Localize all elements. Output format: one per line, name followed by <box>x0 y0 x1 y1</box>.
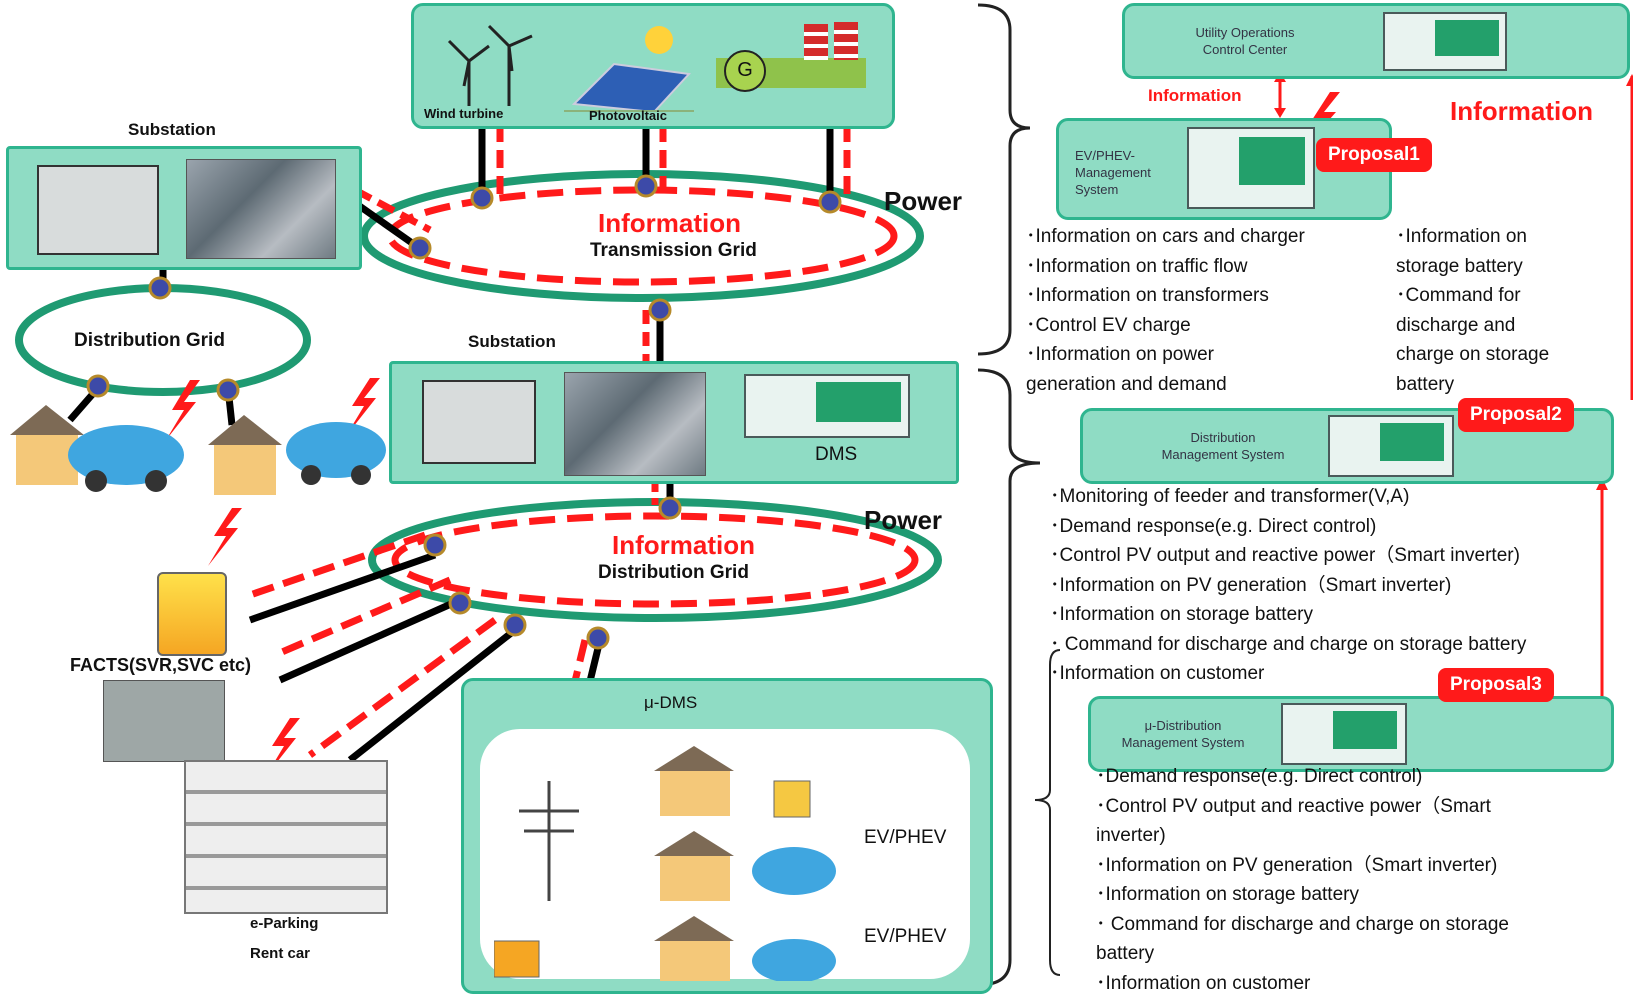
storage-info-list: ･Information on storage battery ･Command… <box>1396 222 1549 399</box>
list-item: ･Demand response(e.g. Direct control) <box>1096 762 1509 792</box>
battery-icon <box>157 572 227 656</box>
list-item: ･Information on <box>1396 222 1549 252</box>
proposal1-badge: Proposal1 <box>1316 138 1432 172</box>
information-label-top: Information <box>598 208 741 239</box>
list-item: ･Demand response(e.g. Direct control) <box>1050 512 1526 542</box>
ev-management-label: EV/PHEV- Management System <box>1075 147 1175 198</box>
generation-panel: G Wind turbine Photovoltaic <box>411 3 895 129</box>
list-item: ･Information on traffic flow <box>1026 252 1305 282</box>
information-big-label: Information <box>1450 96 1593 127</box>
list-item: ･Information on cars and charger <box>1026 222 1305 252</box>
photovoltaic-label: Photovoltaic <box>589 108 667 123</box>
list-item: ･Information on storage battery <box>1096 880 1509 910</box>
list-item: ･Monitoring of feeder and transformer(V,… <box>1050 482 1526 512</box>
switchgear-icon <box>37 165 159 255</box>
udms-box-label: μ-Distribution Management System <box>1103 717 1263 751</box>
list-item: generation and demand <box>1026 370 1305 400</box>
dms-info-list: ･Monitoring of feeder and transformer(V,… <box>1050 482 1526 689</box>
utility-center-label: Utility Operations Control Center <box>1155 24 1335 58</box>
left-houses-cars <box>6 395 396 505</box>
rent-car-label: Rent car <box>250 945 310 962</box>
proposal3-badge: Proposal3 <box>1438 668 1554 702</box>
distribution-grid-label: Distribution Grid <box>598 562 749 584</box>
list-item: ･Information on PV generation（Smart inve… <box>1096 851 1509 881</box>
ev-phev-label-2: EV/PHEV <box>864 926 946 948</box>
list-item: battery <box>1096 939 1509 969</box>
generator-icon: G <box>724 50 766 92</box>
center-substation-panel: DMS <box>389 361 959 484</box>
udms-panel: μ-DMS EV/PHEV EV/PHEV <box>461 678 993 994</box>
wind-turbine-label: Wind turbine <box>424 106 503 121</box>
list-item: storage battery <box>1396 252 1549 282</box>
udms-info-list: ･Demand response(e.g. Direct control) ･C… <box>1096 762 1509 998</box>
information-label-mid: Information <box>612 530 755 561</box>
list-item: ･Information on storage battery <box>1050 600 1526 630</box>
list-item: ･ Command for discharge and charge on st… <box>1050 630 1526 660</box>
proposal2-badge: Proposal2 <box>1458 398 1574 432</box>
list-item: ･Control PV output and reactive power（Sm… <box>1096 792 1509 822</box>
substation-photo <box>186 159 336 259</box>
list-item: discharge and <box>1396 311 1549 341</box>
facts-label: FACTS(SVR,SVC etc) <box>70 655 251 676</box>
ev-info-list: ･Information on cars and charger ･Inform… <box>1026 222 1305 399</box>
list-item: charge on storage <box>1396 340 1549 370</box>
left-substation-label: Substation <box>128 120 216 140</box>
list-item: ･Command for <box>1396 281 1549 311</box>
list-item: battery <box>1396 370 1549 400</box>
udms-battery-icon <box>494 941 539 977</box>
list-item: ･Control PV output and reactive power（Sm… <box>1050 541 1526 571</box>
power-label-mid: Power <box>864 505 942 536</box>
transmission-grid-label: Transmission Grid <box>590 240 757 262</box>
facts-photo <box>103 680 225 762</box>
list-item: ･Information on transformers <box>1026 281 1305 311</box>
left-distribution-grid-label: Distribution Grid <box>74 330 225 352</box>
e-parking-icon <box>184 760 388 914</box>
list-item: ･Information on PV generation（Smart inve… <box>1050 571 1526 601</box>
left-substation-panel <box>6 146 362 270</box>
ev-car-icon <box>68 425 184 485</box>
photovoltaic-icon <box>564 12 694 112</box>
list-item: inverter) <box>1096 821 1509 851</box>
utility-center-box: Utility Operations Control Center <box>1122 3 1630 79</box>
list-item: ･Control EV charge <box>1026 311 1305 341</box>
list-item: ･Information on customer <box>1096 969 1509 998</box>
center-substation-label: Substation <box>468 332 556 352</box>
e-parking-label: e-Parking <box>250 915 318 932</box>
information-small-label: Information <box>1148 86 1242 106</box>
smokestack-icon <box>804 24 828 60</box>
dms-box-label: Distribution Management System <box>1123 429 1323 463</box>
ev-phev-label-1: EV/PHEV <box>864 827 946 849</box>
list-item: ･Information on power <box>1026 340 1305 370</box>
udms-box: μ-Distribution Management System <box>1088 696 1614 772</box>
power-label-top: Power <box>884 186 962 217</box>
dms-label: DMS <box>815 444 857 466</box>
wind-turbine-icon <box>434 16 554 106</box>
list-item: ･ Command for discharge and charge on st… <box>1096 910 1509 940</box>
dms-monitor-icon <box>744 374 910 438</box>
udms-label: μ-DMS <box>644 693 697 713</box>
